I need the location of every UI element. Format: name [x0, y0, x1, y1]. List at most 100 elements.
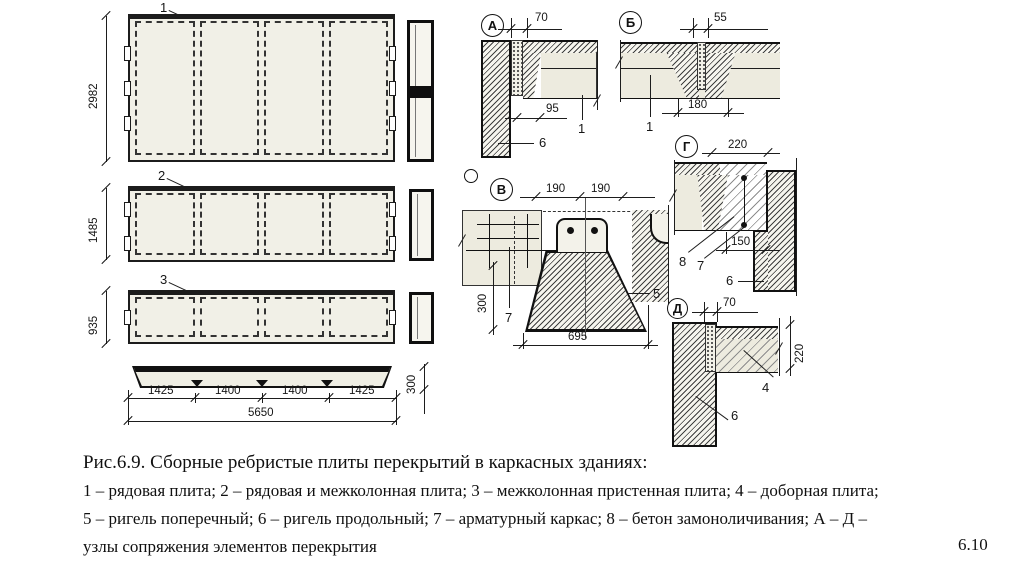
slab3-panel: [199, 297, 259, 337]
g-soffit-line: [674, 230, 767, 231]
v-rebar-dot: [567, 227, 574, 234]
v-marker-circle: [464, 169, 478, 183]
slab2-side-line: [417, 194, 418, 256]
a-leader1: 1: [578, 121, 586, 136]
d-dim220-wrap: 220: [794, 344, 813, 377]
a-leader6: 6: [539, 135, 547, 150]
g-infill-top: [720, 162, 767, 175]
v-dim695-line: [513, 345, 658, 346]
slab-elevation: [132, 366, 392, 388]
slab1-notch: [389, 46, 396, 61]
slab2-panel: [264, 193, 324, 255]
slab3-top-edge: [130, 292, 393, 295]
slab2-dim-wrap: 1485: [88, 217, 114, 257]
d-dim70: 70: [723, 297, 736, 309]
slab3-notch: [124, 310, 131, 325]
g-dim150-line: [716, 250, 780, 251]
v-leader5-line: [628, 293, 650, 294]
elev-seg3: 1400: [282, 385, 308, 397]
b-rib-right: [705, 53, 736, 98]
slab2-panel: [328, 193, 388, 255]
b-dim55-line: [680, 29, 768, 30]
g-slab-body: [674, 175, 702, 230]
slab3-dim-wrap: 935: [88, 316, 107, 349]
elev-height-wrap: 300: [406, 375, 425, 408]
d-slab-flange: [716, 326, 778, 339]
ext-line: [620, 40, 621, 102]
slab1-label: 1: [160, 0, 168, 15]
d-dim70-line: [692, 312, 758, 313]
detail-g-badge: Г: [675, 135, 698, 158]
b-joint-grout: [697, 42, 706, 90]
slab2-dim: 1485: [88, 217, 100, 243]
slab1-panel: [264, 21, 324, 155]
ext-line: [668, 205, 669, 305]
v-cage-bar: [477, 238, 539, 239]
a-leader1-line: [582, 95, 583, 120]
detail-a-badge: А: [481, 14, 504, 37]
slab3-side-line: [417, 297, 418, 339]
figure-caption-title: Рис.6.9. Сборные ребристые плиты перекры…: [83, 452, 648, 473]
detail-v-badge: В: [490, 178, 513, 201]
elev-height: 300: [406, 374, 418, 394]
slab3-panels: [135, 297, 388, 337]
slab1-dim-line: [106, 16, 107, 162]
slab1-panels: [135, 21, 388, 155]
slab1-plan: [128, 14, 395, 162]
d-dim220-line: [790, 316, 791, 376]
slab3-label: 3: [160, 272, 168, 287]
slab1-top-edge: [130, 16, 393, 19]
figure-caption-line2: 1 – рядовая плита; 2 – рядовая и межколо…: [83, 481, 879, 500]
b-dim180-line: [662, 113, 744, 114]
v-dim300: 300: [477, 293, 489, 313]
a-dim70-line: [498, 29, 562, 30]
v-dim190b: 190: [591, 183, 611, 195]
v-centerline: [585, 198, 586, 338]
g-slab-flange: [674, 162, 720, 175]
slab2-notch: [389, 236, 396, 251]
v-left-slab: [462, 210, 542, 286]
d-leader6: 6: [731, 408, 739, 423]
v-dim300-wrap: 300: [477, 294, 496, 327]
elevation-dim-line1: [128, 398, 396, 399]
slab2-notch: [124, 202, 131, 217]
d-slab-soffit: [716, 372, 778, 373]
ext-line: [648, 305, 649, 349]
a-leader6-line: [498, 143, 534, 144]
page-number: 6.10: [958, 535, 988, 554]
a-joint-grout: [511, 40, 523, 96]
g-beam-upper: [766, 170, 796, 292]
elev-seg4: 1425: [349, 385, 375, 397]
slab1-panel: [199, 21, 259, 155]
slab2-top-edge: [130, 188, 393, 191]
slab1-notch: [124, 81, 131, 96]
a-dim70: 70: [535, 12, 548, 24]
g-dim220-line: [702, 153, 780, 154]
ext-line: [726, 232, 727, 254]
v-cage-bar: [477, 224, 539, 225]
ext-line: [597, 40, 598, 110]
g-leader8: 8: [679, 254, 687, 269]
slab1-notch: [389, 81, 396, 96]
g-leader6: 6: [726, 273, 734, 288]
ext-line: [527, 18, 528, 38]
ext-line: [728, 98, 729, 117]
d-slab-body: [716, 339, 778, 372]
elevation-rib-mark: [191, 380, 203, 387]
elevation-rib-mark: [256, 380, 268, 387]
b-leader1: 1: [646, 119, 654, 134]
ext-line: [674, 160, 675, 235]
slab1-notch: [124, 46, 131, 61]
slab1-side-view: [407, 20, 434, 162]
g-beam-lower: [753, 230, 768, 292]
slab3-panel: [328, 297, 388, 337]
slab2-panel: [135, 193, 195, 255]
slab2-side-view: [409, 189, 434, 261]
v-leader7-line: [509, 247, 510, 308]
v-leader7: 7: [505, 310, 513, 325]
v-dim695: 695: [568, 331, 588, 343]
slab1-panel: [135, 21, 195, 155]
v-leader5: 5: [653, 286, 661, 301]
g-dim220: 220: [728, 139, 748, 151]
